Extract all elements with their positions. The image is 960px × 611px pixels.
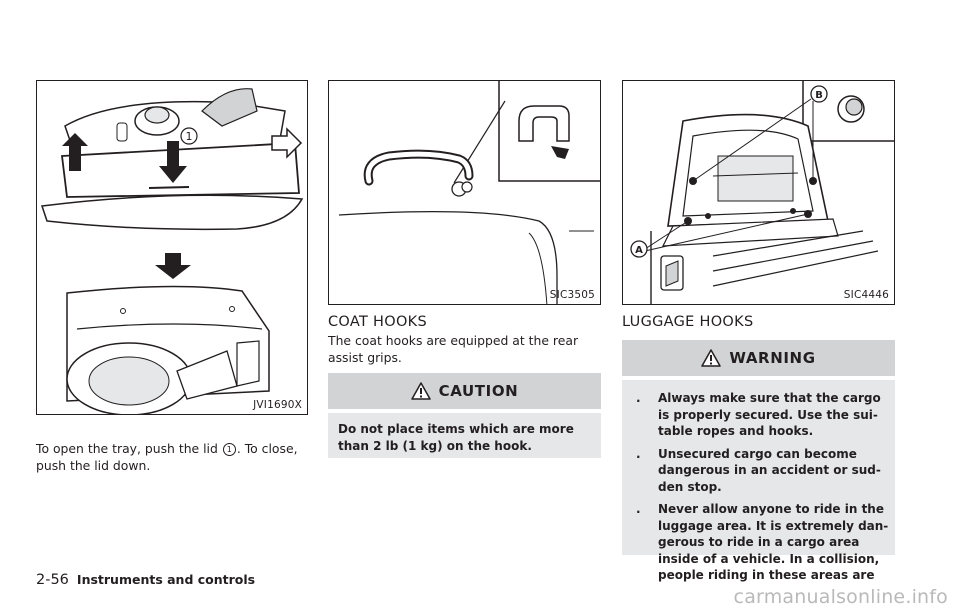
caution-header: CAUTION xyxy=(328,373,601,409)
figure-center-console-tray: 1 JVI1690X xyxy=(36,80,308,415)
coat-hook-illustration xyxy=(338,81,600,304)
bullet-marker: . xyxy=(636,446,641,461)
section-title: Instruments and controls xyxy=(76,572,256,587)
caution-text: Do not place items which are more than 2… xyxy=(338,422,574,453)
coat-hooks-text: The coat hooks are equipped at the rear … xyxy=(328,333,579,365)
watermark: carmanualsonline.info xyxy=(733,586,948,608)
tray-text-end: . To close, push the lid down. xyxy=(36,441,298,473)
tray-instructions: To open the tray, push the lid 1. To clo… xyxy=(36,440,310,474)
luggage-hooks-heading: LUGGAGE HOOKS xyxy=(622,314,754,330)
warning-bullet-text: Unsecured cargo can become dangerous in … xyxy=(658,446,881,494)
tray-illustration: 1 xyxy=(40,88,304,414)
tray-text-start: To open the tray, push the lid xyxy=(36,441,222,456)
warning-title: WARNING xyxy=(729,349,816,367)
page-footer: 2-56 Instruments and controls xyxy=(36,572,255,588)
callout-1-inline: 1 xyxy=(222,443,236,456)
figure-luggage-hooks: B A SIC4446 xyxy=(622,80,895,305)
coat-hooks-heading: COAT HOOKS xyxy=(328,314,427,330)
warning-triangle-icon xyxy=(701,349,722,367)
luggage-hooks-illustration: B A xyxy=(630,81,894,304)
callout-a: A xyxy=(635,245,643,256)
warning-bullet: . Never allow anyone to ride in the lugg… xyxy=(626,501,889,584)
warning-bullet-text: Never allow anyone to ride in the luggag… xyxy=(658,502,889,582)
bullet-marker: . xyxy=(636,391,641,405)
callout-1: 1 xyxy=(186,130,193,143)
warning-bullet-text: Always make sure that the cargo is prope… xyxy=(658,391,881,438)
figure-code: SIC3505 xyxy=(549,289,595,301)
warning-body: . Always make sure that the cargo is pro… xyxy=(622,380,895,582)
caution-body: Do not place items which are more than 2… xyxy=(328,413,601,458)
warning-triangle-icon xyxy=(410,382,431,400)
page-number: 2-56 xyxy=(36,572,69,588)
warning-bullet: . Unsecured cargo can become dangerous i… xyxy=(626,446,889,496)
warning-bullet: . Always make sure that the cargo is pro… xyxy=(626,390,889,440)
warning-header: WARNING xyxy=(622,340,895,376)
bullet-marker: . xyxy=(636,502,641,516)
caution-title: CAUTION xyxy=(438,382,519,400)
figure-coat-hook: SIC3505 xyxy=(328,80,601,305)
figure-code: SIC4446 xyxy=(843,289,889,301)
callout-b: B xyxy=(815,90,823,101)
figure-code: JVI1690X xyxy=(253,399,302,411)
